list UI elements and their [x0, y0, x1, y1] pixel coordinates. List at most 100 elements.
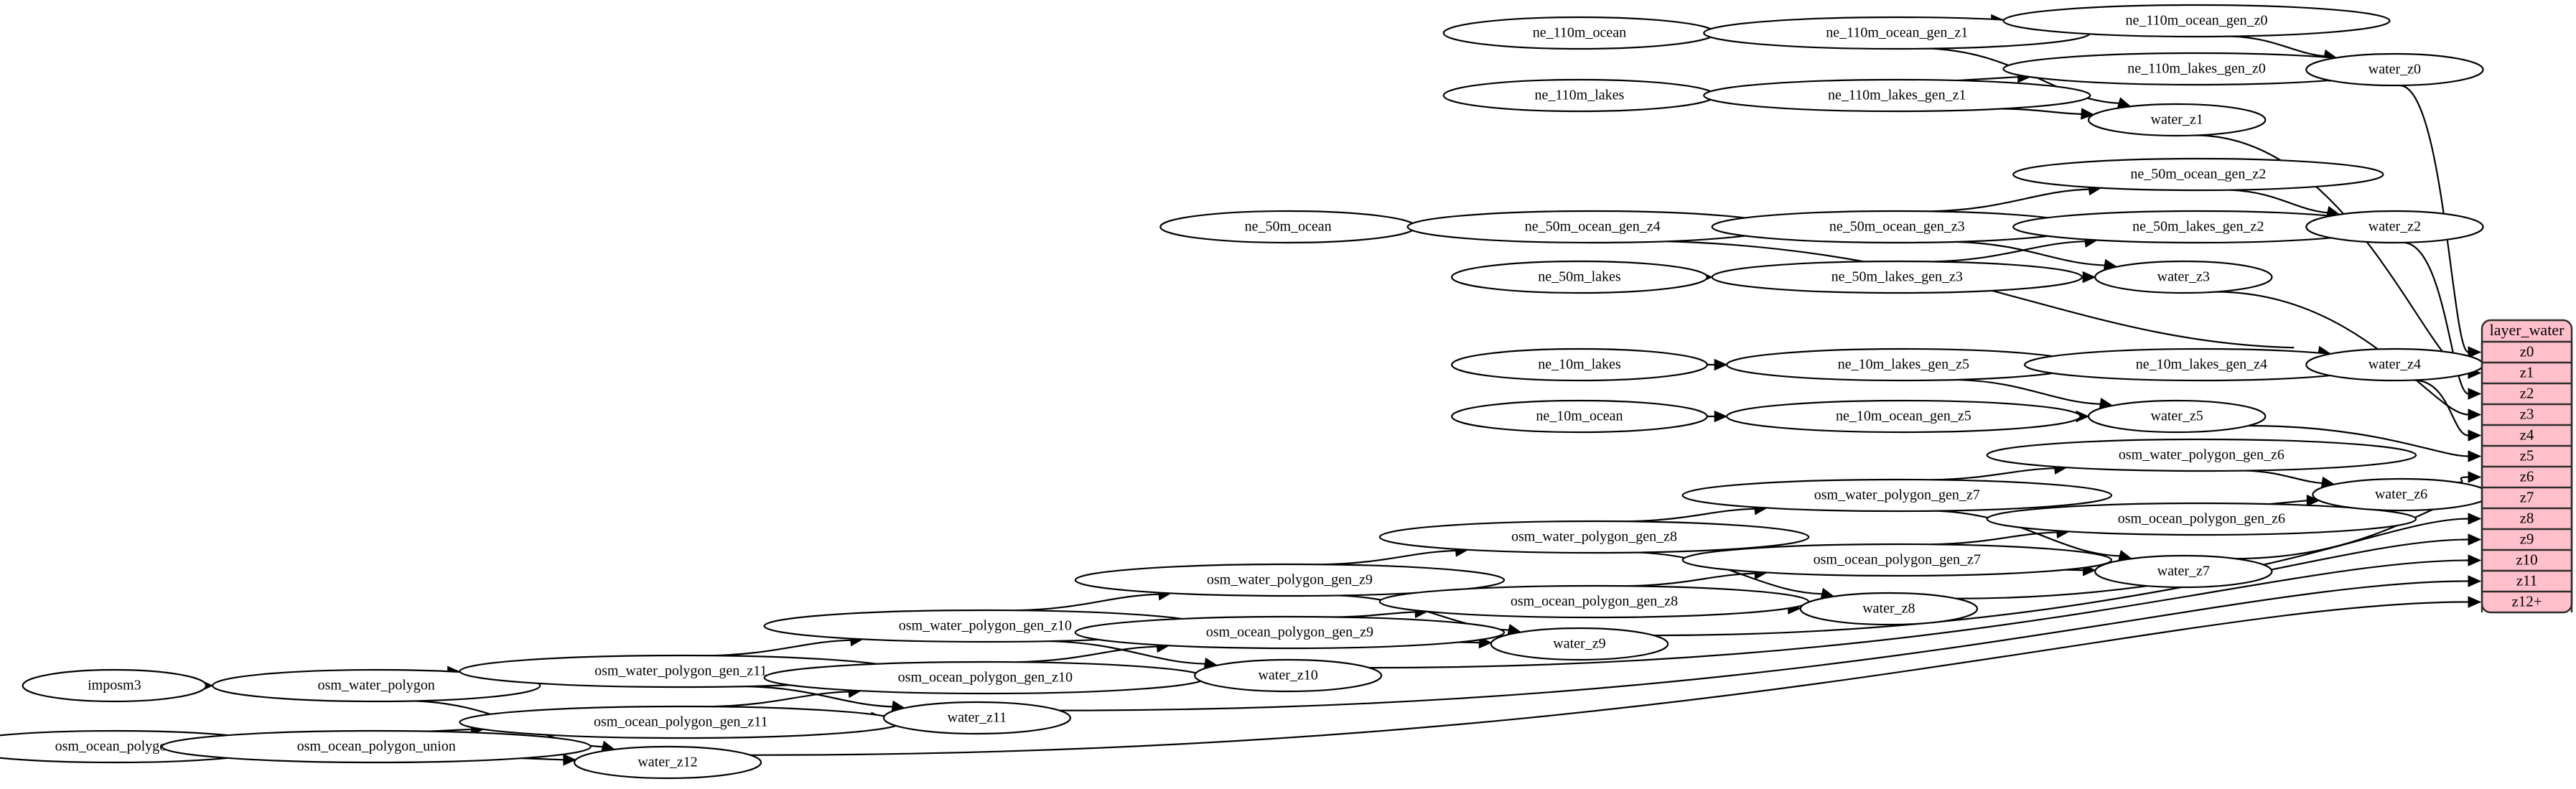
edge-arrowhead [2468, 554, 2482, 566]
graph-edge [2402, 241, 2469, 395]
node-ellipse[interactable] [22, 668, 207, 703]
graph-node-water_z9[interactable]: water_z9 [1490, 627, 1669, 661]
graph-node-ne_110m_ocean[interactable]: ne_110m_ocean [1442, 16, 1717, 50]
graph-node-osm_ocean_polygon_gen_z8[interactable]: osm_ocean_polygon_gen_z8 [1378, 584, 1810, 619]
graph-node-ne_110m_lakes_gen_z1[interactable]: ne_110m_lakes_gen_z1 [1703, 78, 2091, 113]
node-ellipse[interactable] [1451, 399, 1708, 434]
graph-node-ne_50m_ocean[interactable]: ne_50m_ocean [1159, 210, 1417, 244]
graph-edge [1956, 76, 2018, 82]
graph-node-water_z8[interactable]: water_z8 [1799, 592, 1979, 626]
node-ellipse[interactable] [212, 668, 541, 703]
node-ellipse[interactable] [1681, 543, 2113, 577]
edge-arrowhead [2468, 471, 2482, 483]
graph-node-ne_50m_lakes[interactable]: ne_50m_lakes [1451, 260, 1708, 294]
node-ellipse[interactable] [2087, 103, 2267, 137]
node-ellipse[interactable] [2094, 260, 2273, 294]
node-ellipse[interactable] [2012, 157, 2384, 192]
graph-node-water_z7[interactable]: water_z7 [2094, 554, 2273, 589]
node-ellipse[interactable] [1442, 16, 1717, 50]
node-ellipse[interactable] [1451, 347, 1708, 382]
graph-node-ne_50m_ocean_gen_z2[interactable]: ne_50m_ocean_gen_z2 [2012, 157, 2384, 192]
node-ellipse[interactable] [763, 660, 1208, 695]
graph-node-imposm3[interactable]: imposm3 [22, 668, 207, 703]
edge-arrowhead [2468, 575, 2482, 587]
node-ellipse[interactable] [1074, 563, 1506, 597]
graph-node-water_z0[interactable]: water_z0 [2305, 52, 2484, 87]
graph-node-ne_110m_ocean_gen_z0[interactable]: ne_110m_ocean_gen_z0 [2002, 4, 2391, 38]
graph-node-osm_ocean_polygon_gen_z10[interactable]: osm_ocean_polygon_gen_z10 [763, 660, 1208, 695]
node-ellipse[interactable] [1074, 615, 1506, 650]
edge-arrowhead [2468, 533, 2482, 546]
graph-node-water_z6[interactable]: water_z6 [2312, 477, 2491, 512]
edge-arrowhead [2468, 408, 2482, 421]
graph-node-ne_110m_lakes[interactable]: ne_110m_lakes [1442, 78, 1717, 113]
graph-edge [1335, 611, 1423, 618]
node-ellipse[interactable] [2305, 52, 2484, 87]
node-ellipse[interactable] [1703, 78, 2091, 113]
node-ellipse[interactable] [161, 729, 592, 764]
edge-arrowhead [2468, 388, 2482, 400]
node-ellipse[interactable] [1194, 658, 1383, 693]
edge-arrowhead [1714, 358, 1728, 371]
graph-edge [1322, 549, 1460, 566]
graph-node-ne_10m_ocean_gen_z5[interactable]: ne_10m_ocean_gen_z5 [1726, 399, 2081, 434]
graph-node-osm_water_polygon_gen_z8[interactable]: osm_water_polygon_gen_z8 [1378, 520, 1810, 554]
graph-edge [1956, 518, 2469, 599]
node-ellipse[interactable] [573, 745, 762, 780]
graph-edge [2230, 189, 2334, 215]
graph-node-ne_50m_lakes_gen_z3[interactable]: ne_50m_lakes_gen_z3 [1711, 260, 2083, 294]
graph-node-osm_ocean_polygon_union[interactable]: osm_ocean_polygon_union [161, 729, 592, 764]
edge-arrowhead [2468, 596, 2482, 608]
node-ellipse[interactable] [1442, 78, 1717, 113]
graph-edge [2413, 379, 2469, 436]
edge-arrowhead [2468, 450, 2482, 462]
graph-node-water_z5[interactable]: water_z5 [2087, 399, 2267, 434]
node-ellipse[interactable] [459, 705, 903, 739]
node-ellipse[interactable] [1681, 478, 2113, 513]
node-ellipse[interactable] [1986, 502, 2417, 536]
node-ellipse[interactable] [2094, 554, 2273, 589]
graph-node-water_z10[interactable]: water_z10 [1194, 658, 1383, 693]
graph-edge [709, 639, 854, 657]
graph-node-osm_water_polygon_gen_z6[interactable]: osm_water_polygon_gen_z6 [1986, 438, 2417, 472]
node-ellipse[interactable] [2305, 347, 2484, 382]
edge-arrowhead [2468, 429, 2482, 442]
node-ellipse[interactable] [1726, 399, 2081, 434]
node-ellipse[interactable] [882, 701, 1071, 735]
graph-node-osm_ocean_polygon_gen_z11[interactable]: osm_ocean_polygon_gen_z11 [459, 705, 903, 739]
graph-edge [1931, 531, 2062, 546]
graph-edge [1931, 467, 2060, 481]
graph-node-water_z11[interactable]: water_z11 [882, 701, 1071, 735]
node-ellipse[interactable] [1378, 520, 1810, 554]
record-node-layer-water[interactable]: layer_waterz0z1z2z3z4z5z6z7z8z9z10z11z12… [2481, 319, 2573, 614]
node-ellipse[interactable] [1451, 260, 1708, 294]
graph-node-osm_ocean_polygon_gen_z7[interactable]: osm_ocean_polygon_gen_z7 [1681, 543, 2113, 577]
graph-node-water_z3[interactable]: water_z3 [2094, 260, 2273, 294]
graph-node-water_z1[interactable]: water_z1 [2087, 103, 2267, 137]
graph-node-water_z4[interactable]: water_z4 [2305, 347, 2484, 382]
graph-node-ne_10m_lakes[interactable]: ne_10m_lakes [1451, 347, 1708, 382]
node-ellipse[interactable] [2312, 477, 2491, 512]
graph-node-water_z2[interactable]: water_z2 [2305, 210, 2484, 244]
graph-node-ne_10m_ocean[interactable]: ne_10m_ocean [1451, 399, 1708, 434]
node-ellipse[interactable] [1159, 210, 1417, 244]
graph-edge [710, 691, 853, 708]
node-ellipse[interactable] [2305, 210, 2484, 244]
graph-edge [1667, 241, 2295, 349]
node-ellipse[interactable] [1378, 584, 1810, 619]
edge-arrowhead [563, 754, 577, 766]
graph-edge [2457, 476, 2469, 484]
graph-node-osm_water_polygon_gen_z7[interactable]: osm_water_polygon_gen_z7 [1681, 478, 2113, 513]
node-ellipse[interactable] [1799, 592, 1979, 626]
graph-edge [1369, 559, 2469, 669]
graph-node-water_z12[interactable]: water_z12 [573, 745, 762, 780]
graph-edge [2248, 424, 2469, 457]
node-ellipse[interactable] [2002, 4, 2391, 38]
node-ellipse[interactable] [1711, 260, 2083, 294]
graph-node-osm_ocean_polygon_gen_z9[interactable]: osm_ocean_polygon_gen_z9 [1074, 615, 1506, 650]
node-ellipse[interactable] [1490, 627, 1669, 661]
node-ellipse[interactable] [2087, 399, 2267, 434]
node-ellipse[interactable] [1986, 438, 2417, 472]
